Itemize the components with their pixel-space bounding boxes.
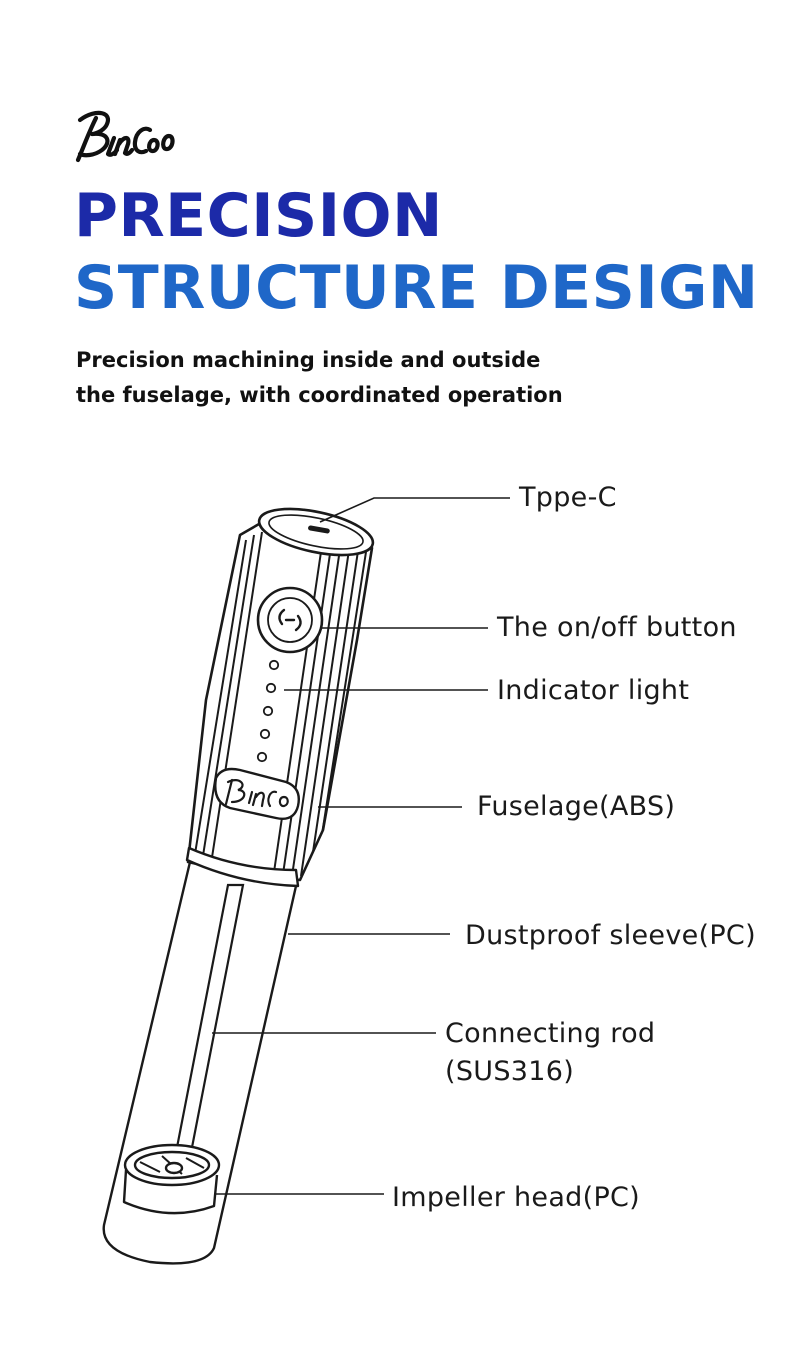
- brand-logo-script: [75, 110, 175, 163]
- label-indicator-light: Indicator light: [497, 675, 690, 706]
- label-connecting-rod-line-2: (SUS316): [445, 1056, 575, 1087]
- indicator-lights: [256, 659, 280, 763]
- label-power-button: The on/off button: [497, 612, 737, 643]
- dustproof-sleeve: [102, 861, 298, 1265]
- type-c-port: [308, 525, 330, 534]
- power-symbol-icon: [278, 608, 302, 632]
- label-type-c: Tppe-C: [519, 482, 617, 513]
- subheading-line-2: the fuselage, with coordinated operation: [76, 383, 563, 407]
- page-title: PRECISION STRUCTURE DESIGN: [74, 180, 759, 324]
- power-button: [256, 586, 324, 654]
- impeller-head: [122, 1143, 221, 1215]
- label-dustproof-sleeve: Dustproof sleeve(PC): [465, 920, 756, 951]
- label-fuselage: Fuselage(ABS): [477, 791, 676, 822]
- leader-type-c: [319, 497, 510, 523]
- brand-logo: Bincoo: [74, 104, 184, 166]
- body-logo-badge: [214, 767, 300, 820]
- title-line-1: PRECISION: [74, 181, 443, 251]
- leader-lines: [212, 497, 510, 1195]
- fuselage: [185, 507, 375, 888]
- subheading-line-1: Precision machining inside and outside: [76, 348, 541, 372]
- connecting-rod: [171, 883, 245, 1170]
- title-line-2: STRUCTURE DESIGN: [74, 253, 759, 323]
- label-connecting-rod-line-1: Connecting rod: [445, 1018, 656, 1049]
- subheading: Precision machining inside and outside t…: [76, 343, 563, 413]
- label-connecting-rod: Connecting rod (SUS316): [445, 1015, 655, 1091]
- label-impeller-head: Impeller head(PC): [392, 1182, 641, 1213]
